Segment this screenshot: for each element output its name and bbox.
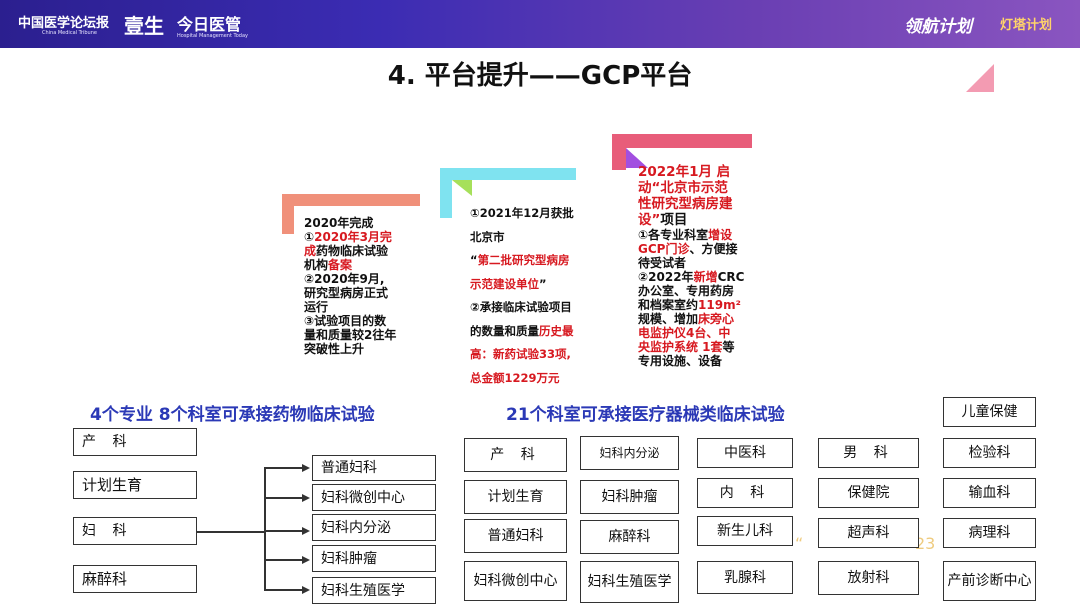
gyn-minimally-invasive: 妇科微创中心: [312, 484, 436, 511]
device-dept-gyn-endocrine: 妇科内分泌: [580, 436, 679, 470]
device-dept-breast: 乳腺科: [697, 561, 793, 594]
specialty-family-planning: 计划生育: [73, 471, 197, 499]
gyn-general: 普通妇科: [312, 455, 436, 481]
background-watermark-right: 23: [915, 534, 936, 553]
arrow-1: [302, 464, 310, 472]
device-dept-radiology: 放射科: [818, 561, 919, 595]
device-dept-gyn-oncology: 妇科肿瘤: [580, 480, 679, 514]
corner-decoration: [966, 64, 994, 92]
connector-vertical: [264, 467, 266, 589]
device-dept-child-health: 儿童保健: [943, 397, 1036, 427]
milestone-2022: 2022年1月 启 动“北京市示范 性研究型病房建 设”项目 ①各专业科室增设 …: [638, 164, 745, 368]
device-dept-pathology: 病理科: [943, 518, 1036, 548]
bar-2021-top: [440, 168, 576, 180]
arrow-4: [302, 556, 310, 564]
connector-2: [264, 497, 304, 499]
bar-2021-side: [440, 168, 452, 218]
device-dept-neonatal: 新生儿科: [697, 516, 793, 546]
device-dept-general-gyn: 普通妇科: [464, 519, 567, 553]
bar-2022-top: [612, 134, 752, 148]
arrow-5: [302, 586, 310, 594]
page-title: 4. 平台提升——GCP平台: [387, 61, 693, 91]
logo-hmt-en: Hospital Management Today: [177, 33, 248, 39]
section-device-trials: 21个科室可承接医疗器械类临床试验: [506, 405, 785, 425]
bar-2020-top: [282, 194, 420, 206]
bar-2020-side: [282, 194, 294, 234]
device-dept-transfusion: 输血科: [943, 478, 1036, 508]
section-drug-trials: 4个专业 8个科室可承接药物临床试验: [90, 405, 375, 425]
milestone-2021: ①2021年12月获批 北京市 “第二批研究型病房 示范建设单位” ②承接临床试…: [470, 206, 574, 385]
gyn-reproductive: 妇科生殖医学: [312, 577, 436, 604]
device-dept-obstetrics: 产 科: [464, 438, 567, 472]
device-dept-anesthesia: 麻醉科: [580, 520, 679, 554]
specialty-anesthesia: 麻醉科: [73, 565, 197, 593]
device-dept-family-planning: 计划生育: [464, 480, 567, 514]
logo-cmt-en: China Medical Tribune: [42, 30, 97, 36]
logo-dengta: 灯塔计划: [1000, 18, 1053, 33]
connector-1: [264, 467, 304, 469]
specialty-gynecology: 妇 科: [73, 517, 197, 545]
logo-linghang: 领航计划: [904, 17, 972, 37]
gyn-oncology: 妇科肿瘤: [312, 545, 436, 572]
device-dept-mis-gyn: 妇科微创中心: [464, 561, 567, 601]
connector-5: [264, 589, 304, 591]
header-bar: 中国医学论坛报 China Medical Tribune 壹生 今日医管 Ho…: [0, 0, 1080, 48]
logo-cmt: 中国医学论坛报: [18, 16, 110, 31]
gyn-endocrine: 妇科内分泌: [312, 514, 436, 541]
device-dept-tcm: 中医科: [697, 438, 793, 468]
accent-2021: [452, 180, 472, 196]
device-dept-internal: 内 科: [697, 478, 793, 508]
device-dept-gyn-reproductive: 妇科生殖医学: [580, 561, 679, 603]
device-dept-andrology: 男 科: [818, 438, 919, 468]
arrow-2: [302, 494, 310, 502]
logo-hmt: 今日医管: [177, 15, 242, 34]
background-watermark-left: “: [795, 534, 804, 553]
device-dept-prenatal: 产前诊断中心: [943, 561, 1036, 601]
arrow-3: [302, 527, 310, 535]
bar-2022-side: [612, 134, 626, 170]
connector-4: [264, 559, 304, 561]
device-dept-ultrasound: 超声科: [818, 518, 919, 548]
logo-yisheng: 壹生: [124, 14, 164, 38]
device-dept-laboratory: 检验科: [943, 438, 1036, 468]
specialty-obstetrics: 产 科: [73, 428, 197, 456]
connector-3: [264, 530, 304, 532]
connector-main: [197, 531, 265, 533]
device-dept-health-center: 保健院: [818, 478, 919, 508]
milestone-2020: 2020年完成 ①2020年3月完 成药物临床试验 机构备案 ②2020年9月,…: [304, 216, 397, 356]
